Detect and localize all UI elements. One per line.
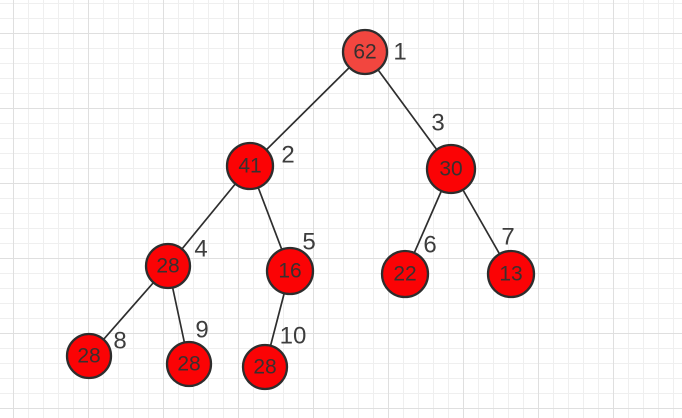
node-circle-8[interactable]	[65, 332, 113, 380]
node-circle-6[interactable]	[380, 249, 430, 299]
node-index-label-2[interactable]: 2	[281, 142, 294, 169]
node-index-label-9[interactable]: 9	[195, 317, 208, 344]
node-circle-4[interactable]	[144, 242, 192, 290]
tree-node-5: 165	[265, 229, 316, 296]
node-index-label-5[interactable]: 5	[302, 229, 315, 256]
tree-node-3: 303	[425, 110, 477, 195]
node-index-label-8[interactable]: 8	[113, 328, 126, 355]
node-circle-7[interactable]	[486, 249, 536, 299]
node-circle-9[interactable]	[165, 340, 213, 388]
node-index-label-4[interactable]: 4	[194, 236, 207, 263]
tree-node-4: 284	[144, 236, 208, 290]
node-circle-10[interactable]	[241, 343, 289, 391]
node-index-label-7[interactable]: 7	[501, 224, 514, 251]
node-index-label-1[interactable]: 1	[393, 39, 406, 66]
tree-node-8: 288	[65, 328, 127, 380]
tree-node-6: 226	[380, 232, 437, 299]
node-index-label-3[interactable]: 3	[431, 110, 444, 137]
node-circle-3[interactable]	[425, 143, 477, 195]
node-circle-2[interactable]	[225, 141, 275, 191]
node-index-label-6[interactable]: 6	[423, 232, 436, 259]
node-circle-5[interactable]	[265, 246, 315, 296]
node-index-label-10[interactable]: 10	[280, 323, 307, 350]
tree-node-9: 289	[165, 317, 213, 388]
node-circle-1[interactable]	[341, 28, 389, 76]
tree-node-7: 137	[486, 224, 536, 299]
tree-edge-1-2	[249, 51, 366, 167]
